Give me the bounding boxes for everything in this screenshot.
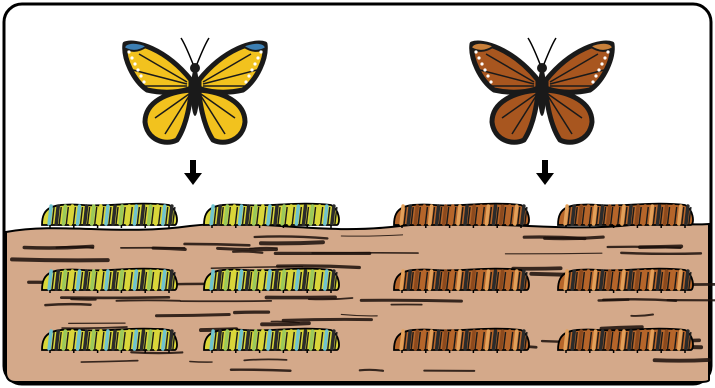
caterpillar [204,204,339,228]
caterpillar [558,329,693,353]
caterpillar [42,329,177,353]
caterpillar [42,204,177,228]
caterpillar [394,204,529,228]
ground-log [6,223,709,382]
caterpillar [558,269,693,293]
caterpillar [204,329,339,353]
caterpillar [558,204,693,228]
caterpillar [204,269,339,293]
caterpillar [394,329,529,353]
caterpillar [42,269,177,293]
caterpillar [394,269,529,293]
